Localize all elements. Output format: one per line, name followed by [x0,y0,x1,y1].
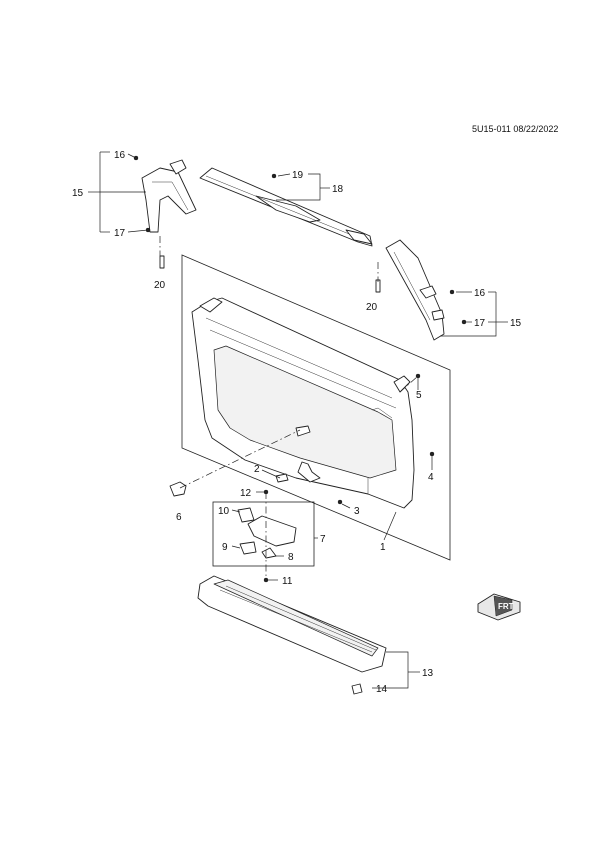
upper-trim-strip [199,167,373,247]
callout-7: 7 [320,534,326,545]
callout-13: 13 [422,668,434,679]
callout-9: 9 [222,542,228,553]
push-pin-20-left [159,255,165,269]
callout-17-right: 17 [474,318,486,329]
fastener-19 [271,173,277,179]
callout-5: 5 [416,390,422,401]
callout-3: 3 [354,506,360,517]
striker-assembly-box [212,501,315,567]
callout-20-left: 20 [154,280,166,291]
callout-1: 1 [380,542,386,553]
callout-16-left: 16 [114,150,126,161]
clip-part-14 [351,683,363,695]
clip-part-6 [169,481,187,497]
callout-6: 6 [176,512,182,523]
callout-14: 14 [376,684,388,695]
front-arrow-label: FRT [498,602,514,611]
fastener-16-right [449,289,455,295]
callout-15-right: 15 [510,318,522,329]
callout-10: 10 [218,506,230,517]
grab-handle [275,461,321,483]
callout-16-right: 16 [474,288,486,299]
callout-11: 11 [282,576,293,587]
callout-15-left: 15 [72,188,84,199]
fastener-5 [415,373,421,379]
fastener-4 [429,451,435,457]
callout-12: 12 [240,488,252,499]
guide-lines [159,236,419,580]
callout-18: 18 [332,184,344,195]
callout-4: 4 [428,472,434,483]
sill-scuff-plate [197,575,387,673]
callout-2: 2 [254,464,260,475]
callout-19: 19 [292,170,304,181]
drawing-code: 5U15-011 08/22/2022 [472,124,559,134]
leader-lines [88,151,508,689]
callout-8: 8 [288,552,294,563]
callout-20-right: 20 [366,302,378,313]
fastener-17-right [461,319,467,325]
front-arrow-icon: FRT [477,593,521,621]
callout-17-left: 17 [114,228,126,239]
right-pillar-trim [385,239,445,341]
left-pillar-trim [141,159,197,233]
callout-labels: 16 15 17 20 19 18 20 16 17 15 5 4 2 3 1 … [72,150,522,695]
fastener-3 [337,499,343,505]
push-pin-20-right [375,279,381,293]
